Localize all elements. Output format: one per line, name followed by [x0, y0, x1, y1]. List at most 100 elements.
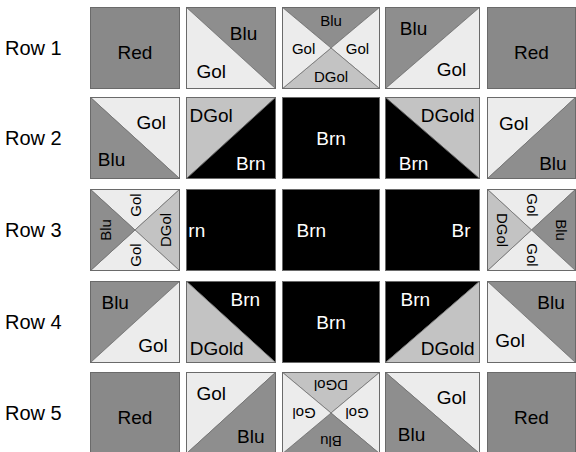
fabric-label: Blu: [230, 24, 257, 43]
fabric-label: Red: [118, 408, 153, 427]
patch: [487, 97, 576, 179]
fabric-label: Blu: [539, 153, 566, 172]
fabric-label: Blu: [320, 433, 342, 448]
square-border: [187, 190, 276, 271]
fabric-label: Blu: [320, 13, 342, 28]
patch: [385, 281, 480, 363]
fabric-label: Gol: [437, 387, 467, 406]
fabric-label: Brn: [297, 221, 327, 240]
square-border: [91, 373, 180, 452]
fabric-label: Blu: [237, 426, 264, 445]
fabric-label: Gol: [499, 114, 529, 133]
patch: [282, 281, 380, 363]
square-border: [91, 190, 180, 271]
square-border: [91, 98, 180, 179]
quilt-square: Brn: [282, 281, 380, 363]
quilt-square: BluGol: [385, 7, 480, 89]
fabric-label: DGol: [157, 213, 172, 247]
fabric-label: Gol: [128, 193, 143, 216]
row-label: Row 2: [5, 128, 62, 148]
patch: [90, 372, 180, 452]
square-border: [488, 282, 576, 363]
square-border: [283, 373, 380, 452]
patch: [487, 7, 576, 89]
patch: [186, 7, 276, 89]
fabric-label: DGol: [314, 378, 348, 393]
fabric-label: DGold: [421, 339, 475, 358]
square-border: [91, 8, 180, 89]
patch: [385, 372, 480, 452]
fabric-label: Gol: [138, 335, 168, 354]
square-border: [283, 190, 380, 271]
fabric-label: Gol: [136, 112, 166, 131]
patch: [385, 97, 480, 179]
quilt-square: Red: [90, 7, 180, 89]
row-label: Row 1: [5, 38, 62, 58]
fabric-label: Brn: [399, 153, 429, 172]
fabric-label: Brn: [236, 153, 266, 172]
fabric-label: Blu: [398, 425, 425, 444]
patch: [282, 189, 380, 271]
patch: [186, 7, 276, 89]
square-border: [187, 373, 276, 452]
quilt-square: BluGolGolDGol: [90, 189, 180, 271]
fabric-label: Br: [452, 221, 471, 240]
quilt-square: Brn: [282, 189, 380, 271]
fabric-label: Gol: [524, 244, 539, 267]
square-border: [386, 8, 480, 89]
quilt-square: Red: [90, 372, 180, 452]
square-border: [283, 98, 380, 179]
square-border: [283, 282, 380, 363]
fabric-label: Gol: [437, 60, 467, 79]
patch: [186, 281, 276, 363]
patch: [186, 372, 276, 452]
patch: [186, 97, 276, 179]
quilt-square: BluGol: [186, 7, 276, 89]
fabric-label: Red: [514, 43, 549, 62]
patch: [385, 281, 480, 363]
fabric-label: DGol: [314, 68, 348, 83]
fabric-label: Blu: [553, 219, 568, 241]
quilt-square: DGoldBrn: [385, 97, 480, 179]
quilt-square: DGolGolGolBlu: [487, 189, 576, 271]
patch: [487, 281, 576, 363]
patch: [90, 97, 180, 179]
fabric-label: Gol: [524, 193, 539, 216]
patch: [385, 7, 480, 89]
quilt-square: GolBlu: [90, 97, 180, 179]
fabric-label: Gol: [128, 244, 143, 267]
quilt-square: BrnDGold: [186, 281, 276, 363]
fabric-label: Gol: [495, 331, 525, 350]
square-border: [386, 190, 480, 271]
patch: [385, 97, 480, 179]
patch: [90, 281, 180, 363]
patch: [186, 372, 276, 452]
patch: [186, 189, 276, 271]
square-border: [488, 190, 576, 271]
fabric-label: Gol: [196, 384, 226, 403]
fabric-label: Gol: [292, 41, 315, 56]
patch: [385, 7, 480, 89]
fabric-label: DGold: [421, 106, 475, 125]
fabric-label: Red: [514, 408, 549, 427]
quilt-square: Br: [385, 189, 480, 271]
fabric-label: DGol: [495, 213, 510, 247]
fabric-label: Brn: [401, 290, 431, 309]
quilt-square: GolBlu: [385, 372, 480, 452]
fabric-label: Blu: [98, 219, 113, 241]
square-border: [488, 373, 576, 452]
patch: [90, 7, 180, 89]
fabric-label: rn: [188, 221, 205, 240]
quilt-square: BrnDGold: [385, 281, 480, 363]
patch: [186, 281, 276, 363]
patch: [487, 281, 576, 363]
square-border: [187, 98, 276, 179]
patch: [487, 97, 576, 179]
square-border: [488, 98, 576, 179]
row-label: Row 5: [5, 403, 62, 423]
patch: [385, 189, 480, 271]
square-border: [488, 8, 576, 89]
patch: [385, 372, 480, 452]
fabric-label: DGold: [190, 339, 244, 358]
quilt-square: DGolGolGolBlu: [282, 372, 380, 452]
